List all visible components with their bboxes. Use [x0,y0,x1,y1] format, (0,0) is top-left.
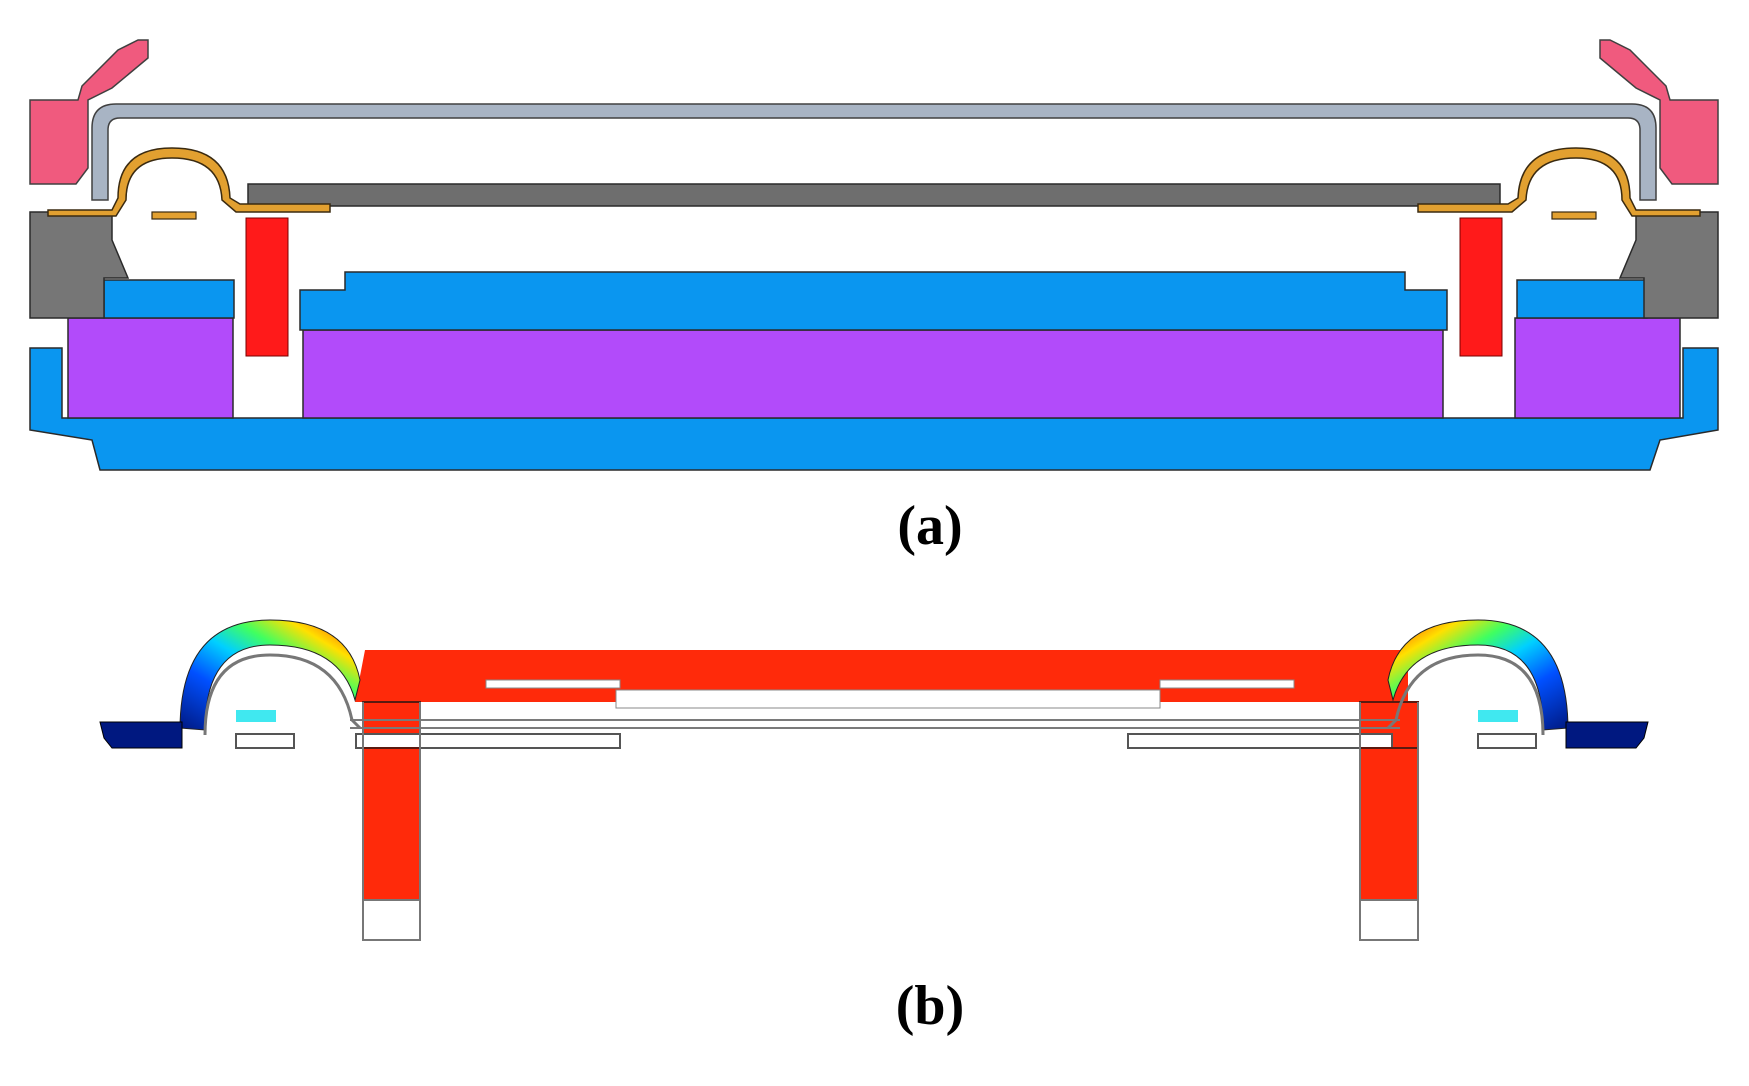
arch-foot-right [1565,721,1649,749]
white-pad-right [1477,733,1537,749]
arch-outline-right [1386,653,1545,736]
pink-clip-right [1599,39,1719,185]
panel-b-contour [99,619,1649,941]
red-contour-body [355,650,1418,905]
contact-pad-right [1551,211,1597,220]
red-post-right [1459,217,1503,357]
panel-a-label: (a) [897,495,963,557]
leg-outline-left [362,702,421,941]
leg-bottom-right [1359,899,1419,941]
purple-block-left [67,317,234,419]
pink-clip-left [29,39,149,185]
arch-outline-left [203,653,362,736]
arch-contour-left [179,619,361,731]
panel-a-assembly [29,39,1719,471]
orange-spring-left [47,147,331,217]
light-grey-cover [91,103,1657,201]
orange-spring-right [1417,147,1701,217]
blue-block-center [299,271,1448,331]
leg-outline-right [1359,702,1419,941]
blue-block-left [103,279,235,319]
bottom-blue-housing [29,347,1719,471]
white-channel-left [485,679,621,689]
cyan-pad-left [236,710,276,722]
arch-foot-left [99,721,183,749]
purple-block-right [1514,317,1681,419]
white-center-gap [615,689,1161,709]
red-post-left [245,217,289,357]
lower-bar-right [1127,733,1393,749]
leg-bottom-left [362,899,421,941]
panel-b-label: (b) [895,975,965,1037]
blue-block-right [1516,279,1648,319]
thin-sheet-outline [350,719,1400,729]
purple-block-center [302,329,1444,419]
cyan-pad-right [1478,710,1518,722]
lower-bar-left [355,733,621,749]
arch-contour-right [1387,619,1569,731]
dark-grey-lid [247,183,1501,207]
white-pad-left [235,733,295,749]
white-channel-right [1159,679,1295,689]
contact-pad-left [151,211,197,220]
